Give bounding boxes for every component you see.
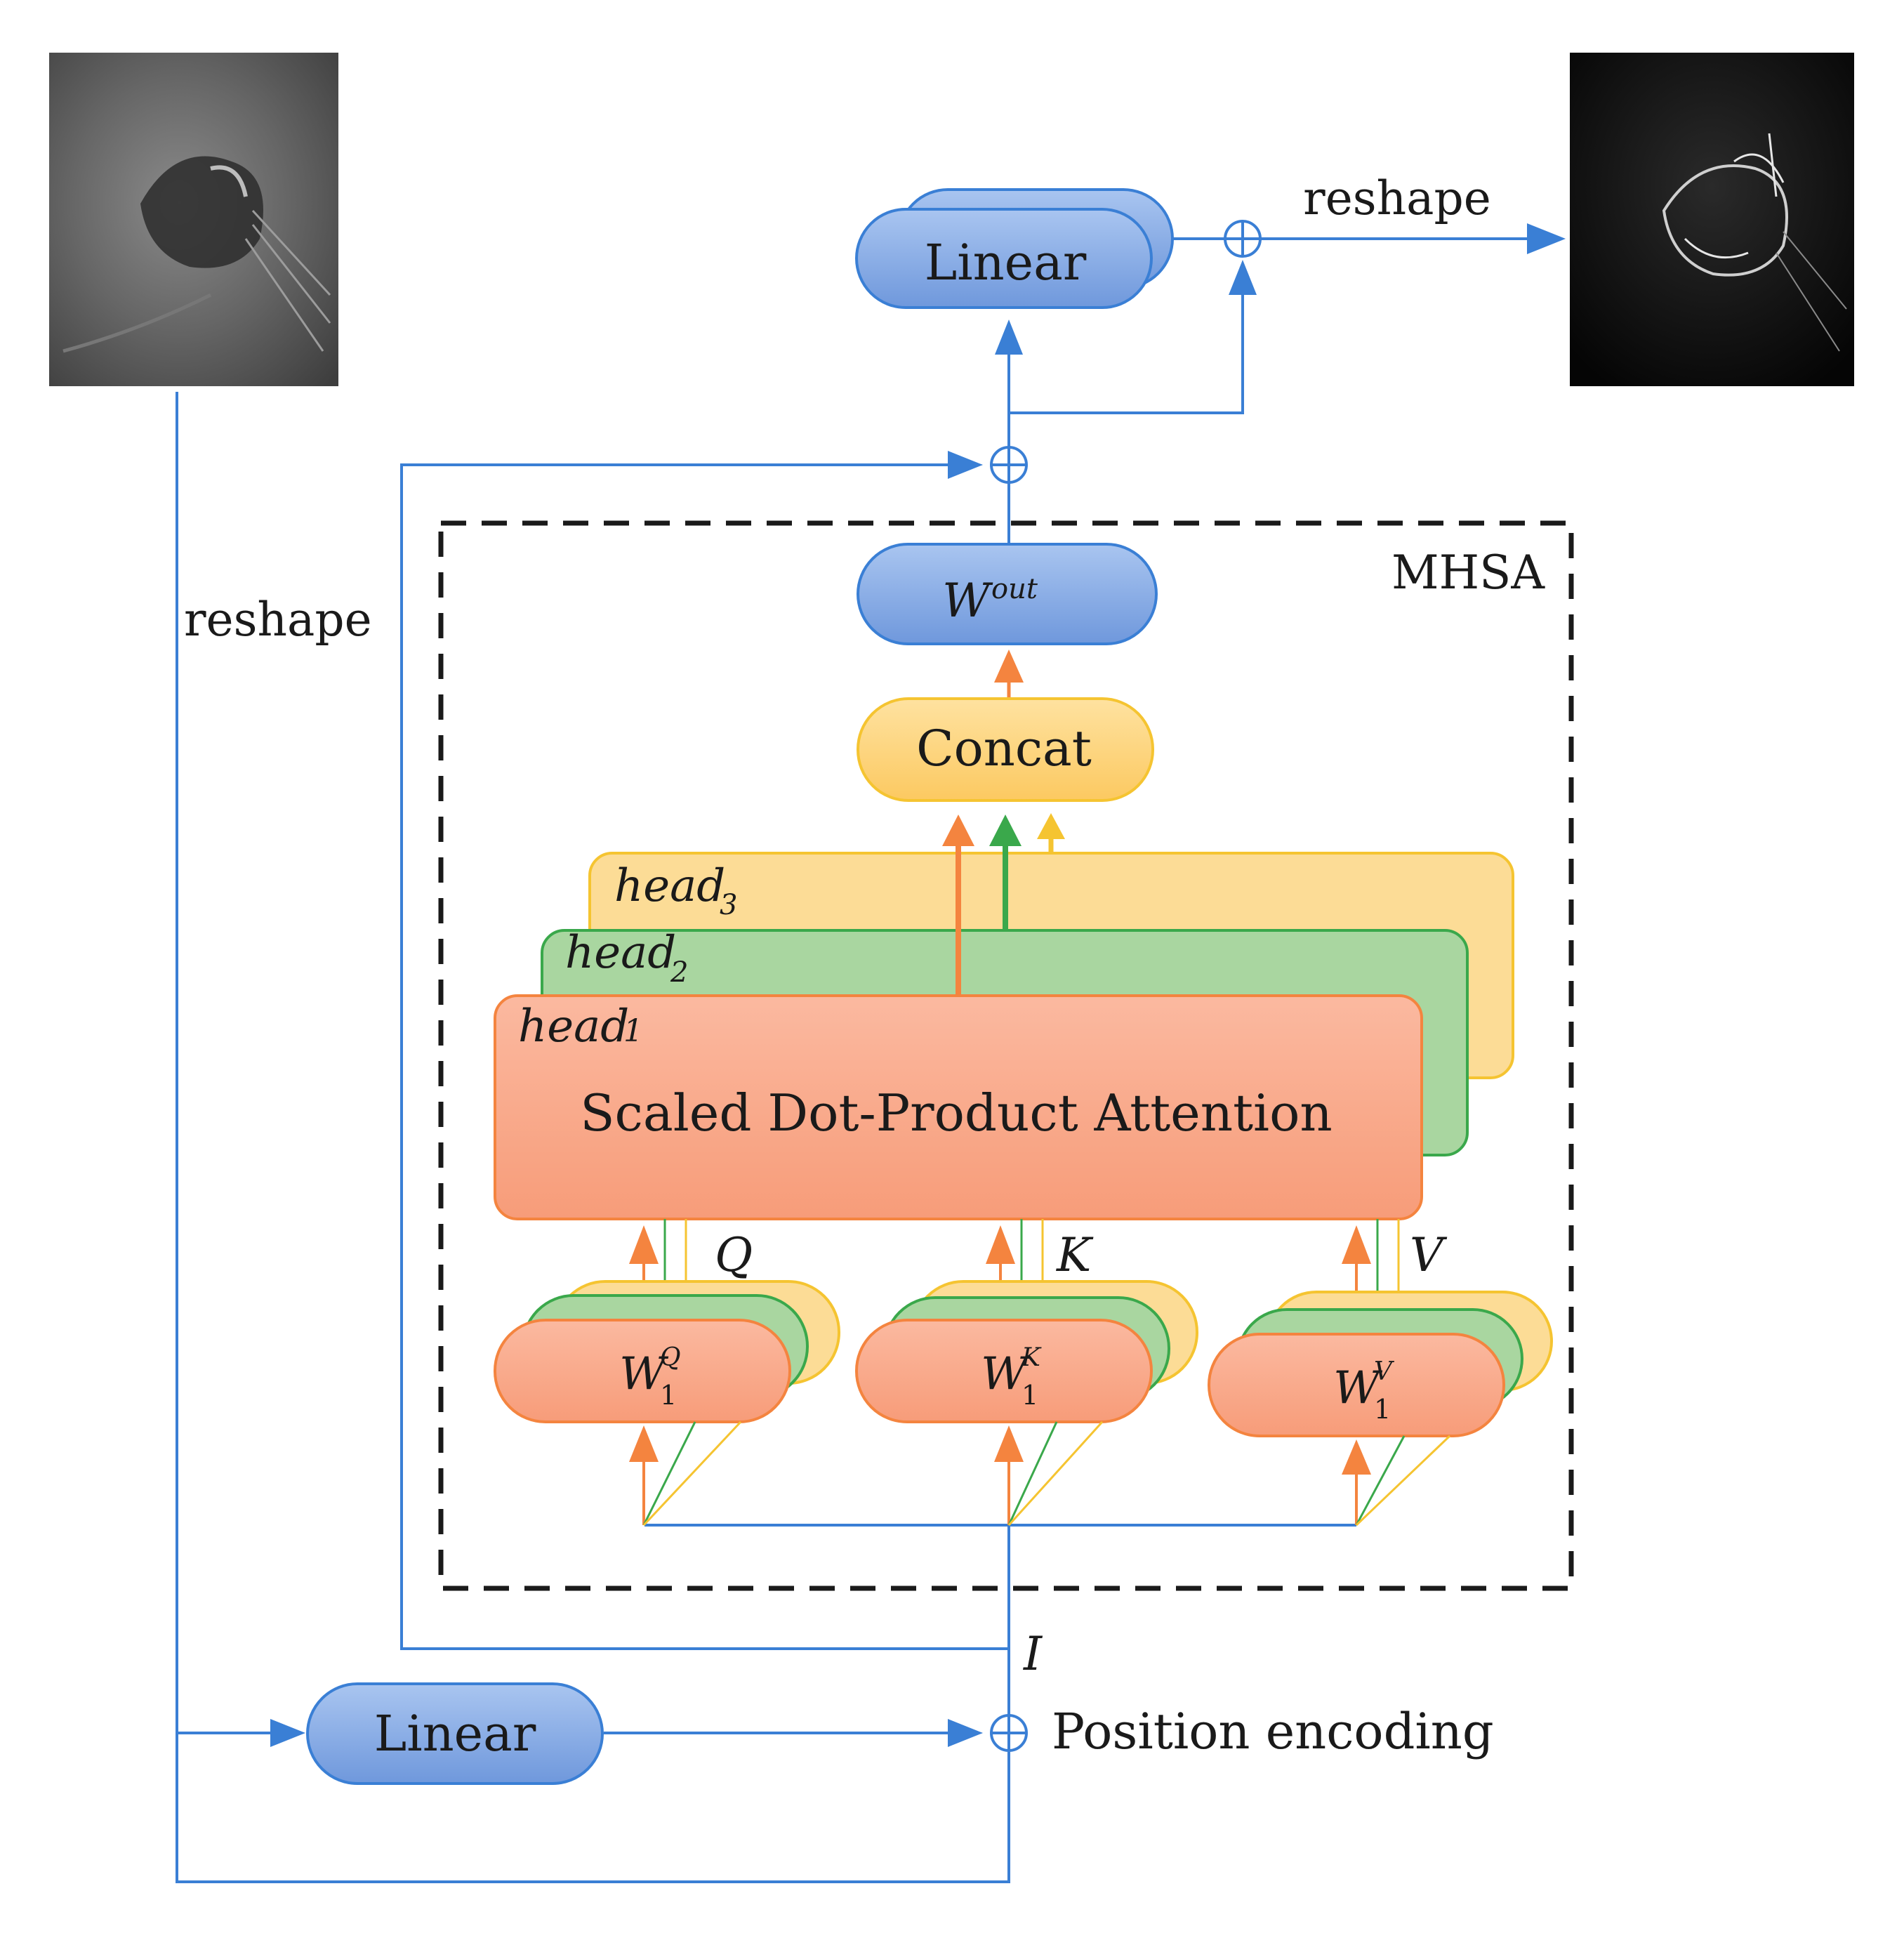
arrow-into-output-image bbox=[1527, 223, 1566, 254]
wk-subscript: 1 bbox=[1022, 1380, 1038, 1411]
sdpa-label: Scaled Dot-Product Attention bbox=[580, 1083, 1333, 1142]
output-plus-icon bbox=[1224, 220, 1262, 258]
q-label: Q bbox=[715, 1228, 753, 1282]
plus-circles bbox=[990, 220, 1262, 1752]
wq-superscript: Q bbox=[660, 1343, 681, 1372]
reshape-top-label: reshape bbox=[1303, 171, 1491, 225]
i-label: I bbox=[1023, 1627, 1043, 1681]
position-encoding-label: Position encoding bbox=[1052, 1703, 1494, 1760]
k-label: K bbox=[1056, 1228, 1094, 1282]
head2-label: head bbox=[565, 927, 676, 979]
wq-stack: W Q 1 bbox=[494, 1280, 840, 1423]
input-image bbox=[49, 53, 338, 386]
residual-plus-icon bbox=[990, 446, 1028, 484]
blue-flow-lines bbox=[176, 237, 1527, 1883]
head1-subscript: 1 bbox=[623, 1013, 643, 1049]
mhsa-label: MHSA bbox=[1391, 546, 1545, 600]
arrow-into-top-plus bbox=[1229, 260, 1257, 295]
wk-superscript: K bbox=[1021, 1343, 1042, 1372]
arrow-into-bottom-linear bbox=[270, 1719, 305, 1747]
concat-label: Concat bbox=[916, 720, 1092, 777]
wk-stack: W K 1 bbox=[855, 1280, 1198, 1423]
arrow-into-top-linear bbox=[995, 319, 1023, 355]
concat-box: Concat bbox=[857, 697, 1154, 802]
wv-subscript: 1 bbox=[1374, 1394, 1391, 1425]
wv-label: W bbox=[1333, 1362, 1383, 1414]
w-out-box: W out bbox=[857, 543, 1158, 645]
head2-subscript: 2 bbox=[670, 956, 688, 989]
v-label: V bbox=[1410, 1228, 1448, 1282]
bottom-linear-box: Linear bbox=[306, 1682, 604, 1785]
head1-box: head 1 Scaled Dot-Product Attention bbox=[494, 994, 1423, 1220]
output-image bbox=[1570, 53, 1854, 386]
arrow-into-upper-plus bbox=[948, 451, 983, 479]
head3-label: head bbox=[614, 860, 725, 912]
projection-input-lines bbox=[629, 1420, 1451, 1527]
w-out-label: W bbox=[942, 574, 993, 628]
top-linear-box: Linear bbox=[855, 188, 1174, 309]
arrow-concat-to-wout bbox=[994, 650, 1024, 683]
head1-label: head bbox=[518, 1001, 629, 1053]
blue-arrowheads bbox=[270, 223, 1566, 1747]
arrow-into-position-plus bbox=[948, 1719, 983, 1747]
reshape-left-label: reshape bbox=[184, 593, 372, 647]
top-linear-label: Linear bbox=[925, 234, 1087, 291]
wq-label: W bbox=[619, 1348, 669, 1400]
bottom-linear-label: Linear bbox=[374, 1705, 536, 1762]
wq-subscript: 1 bbox=[660, 1380, 677, 1411]
w-out-superscript: out bbox=[991, 573, 1038, 605]
wv-superscript: V bbox=[1374, 1357, 1395, 1386]
wv-stack: W V 1 bbox=[1208, 1291, 1553, 1437]
wk-label: W bbox=[981, 1348, 1031, 1400]
head-output-arrows bbox=[942, 813, 1065, 996]
position-plus-icon bbox=[990, 1714, 1028, 1752]
head3-subscript: 3 bbox=[720, 889, 737, 921]
